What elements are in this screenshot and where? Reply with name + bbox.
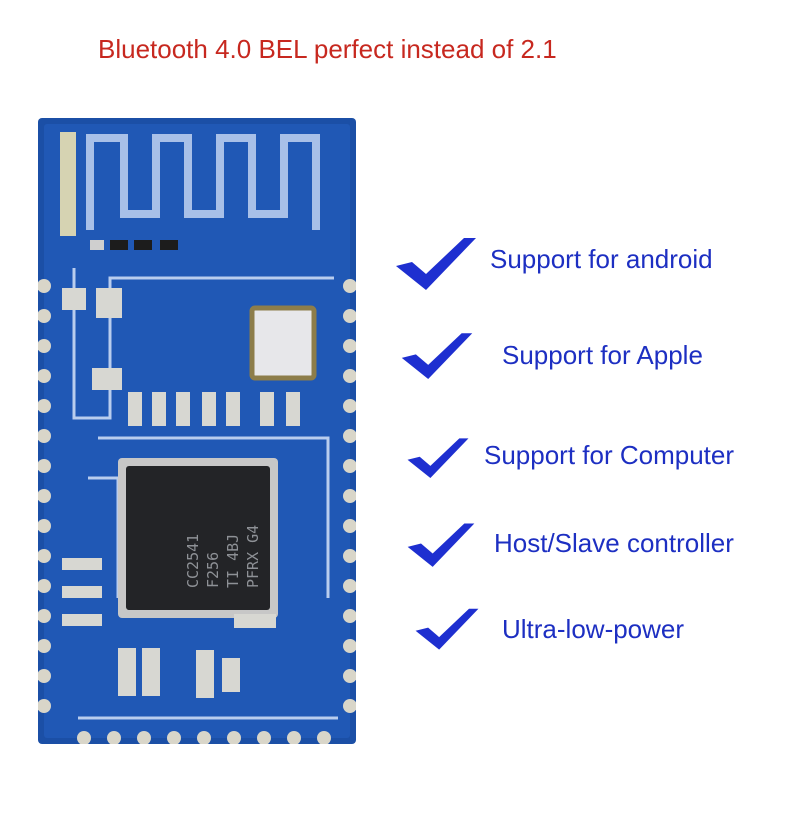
chip-marking-line-4: PFRX G4 — [244, 525, 262, 588]
feature-item: Support for Computer — [406, 430, 800, 479]
checkmark-icon — [407, 438, 469, 479]
checkmark-icon — [407, 523, 475, 567]
feature-label: Support for Apple — [502, 340, 703, 370]
chip-marking-line-2: F256 — [204, 552, 222, 588]
feature-label: Ultra-low-power — [502, 614, 685, 644]
lower-passives — [62, 558, 276, 698]
checkmark-icon — [401, 333, 473, 380]
bottom-pads — [77, 731, 331, 744]
feature-label: Support for Computer — [484, 440, 735, 470]
cc2541-chip: CC2541 F256 TI 4BJ PFRX G4 — [118, 458, 278, 618]
bluetooth-module-image: CC2541 F256 TI 4BJ PFRX G4 — [38, 118, 356, 744]
feature-item: Host/Slave controller — [406, 520, 800, 567]
right-pads — [343, 279, 356, 713]
feature-item: Support for android — [394, 236, 794, 290]
small-components — [90, 240, 178, 250]
checkmark-icon — [415, 608, 479, 650]
checkmark-icon — [396, 238, 476, 290]
chip-marking-line-3: TI 4BJ — [224, 534, 242, 588]
crystal-oscillator — [249, 305, 317, 381]
capacitor-bank — [128, 392, 300, 426]
feature-item: Support for Apple — [400, 330, 800, 380]
feature-label: Host/Slave controller — [494, 528, 734, 558]
left-pads — [38, 279, 51, 713]
feature-label: Support for android — [490, 244, 713, 274]
chip-marking-line-1: CC2541 — [184, 534, 202, 588]
antenna-trace — [60, 132, 320, 236]
feature-item: Ultra-low-power — [414, 606, 800, 650]
inductor-pads — [62, 288, 122, 390]
headline: Bluetooth 4.0 BEL perfect instead of 2.1 — [98, 34, 557, 64]
